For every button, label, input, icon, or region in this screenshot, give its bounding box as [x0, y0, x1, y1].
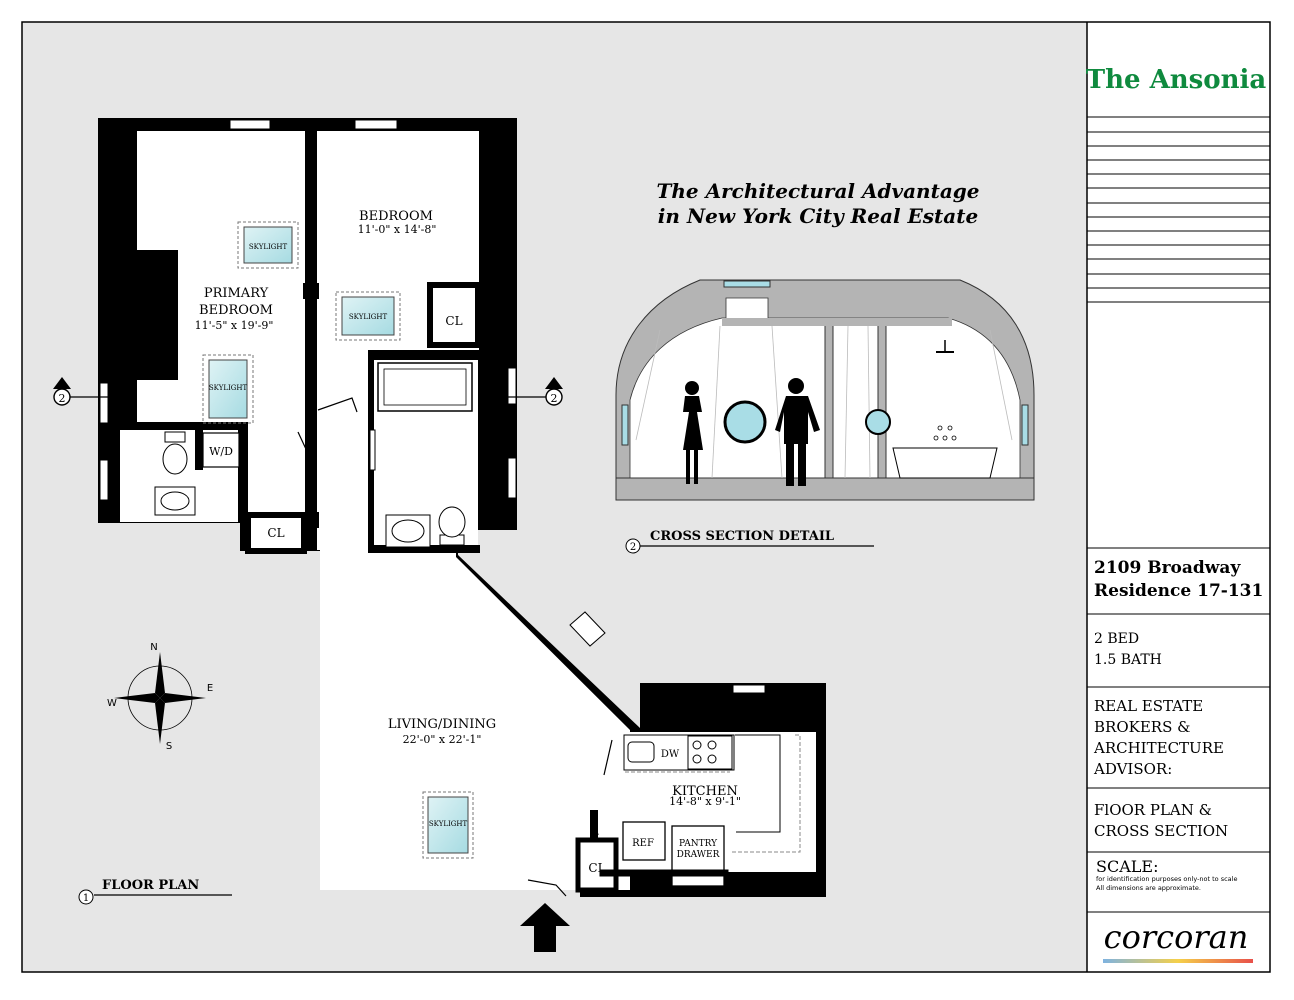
- compass-rose-icon: N S E W: [107, 642, 213, 752]
- compass-north: N: [150, 642, 157, 653]
- primary-bedroom-label: PRIMARY: [204, 286, 269, 301]
- title-block-lines: [1087, 116, 1270, 913]
- section-marker-label: 2: [551, 392, 558, 405]
- cross-section-label: CROSS SECTION DETAIL: [650, 529, 834, 544]
- building-name: The Ansonia: [1086, 65, 1267, 95]
- cross-section-title: 2 CROSS SECTION DETAIL: [625, 529, 874, 554]
- section-marker-right: 2: [492, 377, 563, 406]
- kitchen-counters: [599, 734, 801, 887]
- headline-line1: The Architectural Advantage: [657, 179, 980, 203]
- skylight-icon: [335, 291, 401, 341]
- scale-note: for identification purposes only-not to …: [1096, 875, 1237, 883]
- hall-floor: [317, 350, 372, 550]
- skylight-label: SKYLIGHT: [209, 384, 248, 392]
- cross-section-marker: 2: [630, 542, 636, 553]
- toilet-icon: [162, 431, 188, 475]
- round-mirror-icon: [723, 400, 767, 444]
- skylight-icon: [237, 221, 299, 269]
- brokerage-logo: corcoran: [1104, 918, 1249, 956]
- living-floor: [320, 530, 630, 890]
- primary-bedroom-dims: 11'-5" x 19'-9": [195, 319, 274, 332]
- scale-label: SCALE:: [1096, 857, 1158, 876]
- pantry-label: PANTRY: [679, 839, 718, 849]
- skylight-label: SKYLIGHT: [249, 243, 288, 251]
- dishwasher-label: DW: [661, 749, 680, 760]
- plan-marker-label: 1: [83, 893, 89, 904]
- sink-icon: [154, 486, 196, 516]
- compass-west: W: [107, 698, 117, 709]
- brokers-line2: BROKERS &: [1094, 718, 1190, 736]
- windows: [99, 119, 766, 694]
- skylight-icon: [202, 354, 254, 424]
- washer-dryer: [202, 432, 240, 468]
- refrigerator-label: REF: [632, 838, 654, 849]
- title-block: The Ansonia 2109 Broadway Residence 17-1: [1086, 22, 1270, 972]
- address-line1: 2109 Broadway: [1094, 558, 1241, 578]
- entry-arrow: [520, 903, 570, 952]
- bathtub-section-icon: [892, 447, 998, 479]
- person-silhouette-icon: [683, 381, 703, 484]
- skylight-label: SKYLIGHT: [349, 313, 388, 321]
- closet-label: CL: [445, 314, 462, 328]
- kitchen-label: KITCHEN: [672, 784, 738, 799]
- skylight-label: SKYLIGHT: [429, 820, 468, 828]
- bedroom-label: BEDROOM: [359, 209, 433, 224]
- floor-plan: 2 2 PRIMARY BEDROOM 11'-5" x 19'-9" BEDR…: [53, 118, 826, 952]
- sheet-title-line2: CROSS SECTION: [1094, 822, 1228, 840]
- floor-plan-title: 1 FLOOR PLAN: [78, 878, 232, 905]
- kitchen-closet: [575, 837, 619, 893]
- living-label: LIVING/DINING: [388, 717, 496, 732]
- closet-label: CL: [267, 526, 284, 540]
- sheet-title-line1: FlOOR PLAN &: [1094, 801, 1212, 819]
- doors: [297, 397, 613, 897]
- kitchen-dims: 14'-8" x 9'-1": [669, 795, 741, 808]
- bedroom-closet: [427, 282, 481, 348]
- skylight-icon: [422, 791, 474, 859]
- beds: 2 BED: [1094, 631, 1139, 647]
- cross-section: [615, 279, 1035, 501]
- bedroom-dims: 11'-0" x 14'-8": [358, 223, 437, 236]
- floor-plan-label: FLOOR PLAN: [102, 878, 199, 893]
- living-dims: 22'-0" x 22'-1": [403, 733, 482, 746]
- compass-east: E: [207, 683, 213, 694]
- sheet-border: [21, 21, 1271, 973]
- round-mirror-icon: [865, 409, 891, 435]
- person-silhouette-icon: [775, 378, 820, 486]
- scale-note: All dimensions are approximate.: [1096, 884, 1201, 892]
- brokers-line4: ADVISOR:: [1093, 760, 1172, 778]
- brokers-line1: REAL ESTATE: [1094, 697, 1203, 715]
- brokers-line3: ARCHITECTURE: [1093, 739, 1224, 757]
- address-line2: Residence 17-131: [1094, 581, 1263, 601]
- baths: 1.5 BATH: [1094, 652, 1162, 668]
- headline-line2: in New York City Real Estate: [658, 204, 978, 228]
- section-marker-label: 2: [59, 392, 66, 405]
- washer-dryer-label: W/D: [209, 445, 233, 458]
- compass-south: S: [166, 741, 172, 752]
- closet-label: CL: [588, 861, 605, 875]
- sink-icon: [385, 514, 431, 548]
- tub-controls-icon: [933, 425, 957, 441]
- brokerage-logo-stripe: [1103, 959, 1253, 963]
- toilet-icon: [438, 506, 466, 546]
- pantry-label: DRAWER: [677, 850, 720, 860]
- partition-wall: [305, 131, 317, 291]
- corridor-closet: [245, 512, 307, 554]
- primary-bedroom-label: BEDROOM: [199, 303, 273, 318]
- section-marker-left: 2: [53, 377, 122, 406]
